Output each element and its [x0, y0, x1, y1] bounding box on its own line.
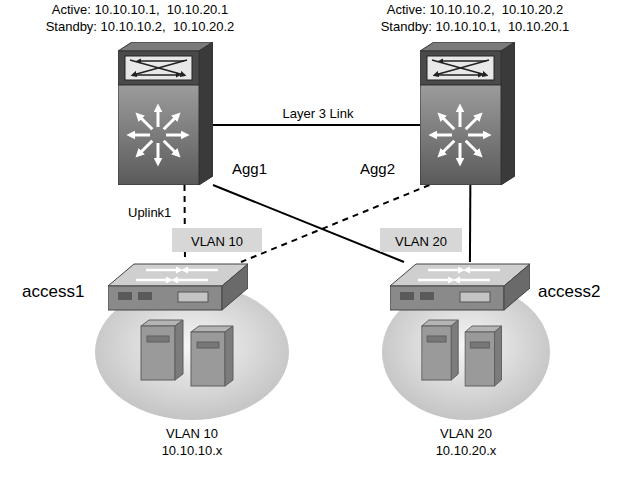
solid-link — [213, 124, 420, 126]
vlan-name: VLAN 20 — [440, 426, 492, 442]
access-switch: access1 — [108, 262, 248, 332]
vlan-name: VLAN 10 — [166, 426, 218, 442]
ip-role-line-holder: Active: 10.10.10.2, 10.10.20.2 — [387, 2, 563, 18]
link-label-holder: Layer 3 Link — [281, 106, 356, 122]
access-switch-icon — [108, 264, 248, 310]
switch-icon — [118, 42, 213, 185]
link-label: Uplink1 — [128, 205, 171, 221]
aggregation-switch: Active: 10.10.10.2, 10.10.20.2Standby: 1… — [420, 42, 515, 185]
link-label: Layer 3 Link — [283, 106, 354, 122]
vlan-name-holder: VLAN 10 — [166, 426, 218, 442]
vlan-name-holder: VLAN 20 — [440, 426, 492, 442]
aggregation-switch-icon — [118, 42, 213, 185]
subnet-label-holder: 10.10.20.x — [436, 443, 497, 459]
ip-role-line-holder: Standby: 10.10.10.1, 10.10.20.1 — [381, 19, 570, 35]
link-label-holder: Uplink1 — [126, 205, 173, 221]
subnet-label: 10.10.10.x — [162, 443, 223, 459]
ip-role-line: Standby: 10.10.10.1, 10.10.20.1 — [381, 19, 570, 35]
ip-role-line-holder: Standby: 10.10.10.2, 10.10.20.2 — [46, 19, 235, 35]
ip-role-line-holder: Active: 10.10.10.1, 10.10.20.1 — [52, 2, 228, 18]
ip-role-line: Active: 10.10.10.1, 10.10.20.1 — [52, 2, 228, 18]
switch-name-holder: access2 — [538, 282, 600, 302]
server-group — [141, 320, 233, 386]
aggregation-switch-icon — [420, 42, 515, 185]
vlan-tag-text: VLAN 10 — [191, 234, 243, 250]
switch-name: Agg1 — [232, 160, 267, 178]
vlan-tag-text: VLAN 20 — [395, 234, 447, 250]
ip-role-line: Standby: 10.10.10.2, 10.10.20.2 — [46, 19, 235, 35]
vlan-area: VLAN 2010.10.20.xaccess2 — [382, 284, 550, 420]
subnet-label: 10.10.20.x — [436, 443, 497, 459]
switch-name: Agg2 — [360, 160, 395, 178]
switch-icon — [420, 42, 515, 185]
vlan-tag: VLAN 20 — [380, 228, 462, 252]
switch-name-holder: Agg1 — [232, 160, 267, 178]
vlan-tag: VLAN 10 — [172, 228, 262, 252]
server-group — [422, 320, 502, 386]
switch-icon — [108, 262, 248, 332]
ip-role-line: Active: 10.10.10.2, 10.10.20.2 — [387, 2, 563, 18]
switch-name: access2 — [538, 282, 600, 302]
access-switch: access2 — [390, 262, 530, 332]
aggregation-switch: Active: 10.10.10.1, 10.10.20.1Standby: 1… — [118, 42, 213, 185]
vlan-area: VLAN 1010.10.10.xaccess1 — [95, 284, 289, 420]
switch-name: access1 — [22, 282, 84, 302]
solid-link — [469, 185, 471, 262]
switch-name-holder: Agg2 — [360, 160, 395, 178]
switch-icon — [390, 262, 530, 332]
subnet-label-holder: 10.10.10.x — [162, 443, 223, 459]
switch-name-holder: access1 — [22, 282, 84, 302]
access-switch-icon — [390, 264, 530, 310]
